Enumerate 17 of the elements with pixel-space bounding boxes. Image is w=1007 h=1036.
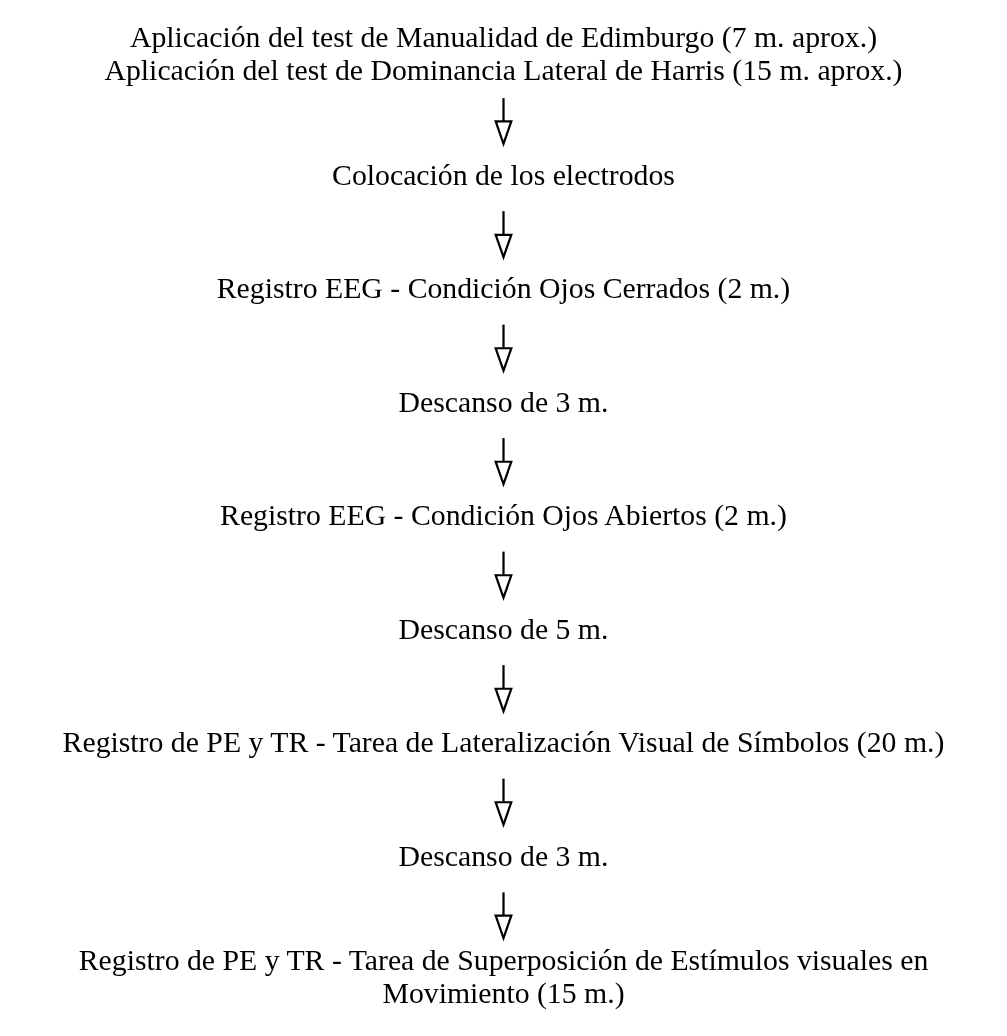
node-text: Registro de PE y TR - Tarea de Lateralización Visual de Símbolos (20 m.) — [62, 725, 945, 759]
node-text: Descanso de 5 m. — [398, 611, 609, 645]
node-text: Registro EEG - Condición Ojos Abiertos (2 m.) — [220, 498, 787, 532]
arrow — [494, 665, 513, 715]
arrow — [494, 324, 513, 374]
arrow — [494, 211, 513, 261]
arrow — [494, 778, 513, 828]
arrow — [494, 98, 513, 148]
node-text: Aplicación del test de Manualidad de Edimburgo (7 m. aprox.) Aplicación del test de Dominancia Lateral de Harris (15 m. aprox.) — [104, 19, 903, 87]
node-text: Registro EEG - Condición Ojos Cerrados (2 m.) — [216, 271, 791, 305]
node-text: Registro de PE y TR - Tarea de Superposición de Estímulos visuales en Movimiento (15 m.) — [78, 942, 929, 1010]
node-text: Descanso de 3 m. — [398, 384, 609, 418]
node-text: Descanso de 3 m. — [398, 838, 609, 872]
arrow — [494, 438, 513, 488]
arrow — [494, 551, 513, 601]
node-text: Colocación de los electrodos — [332, 157, 675, 191]
arrow — [494, 892, 513, 942]
